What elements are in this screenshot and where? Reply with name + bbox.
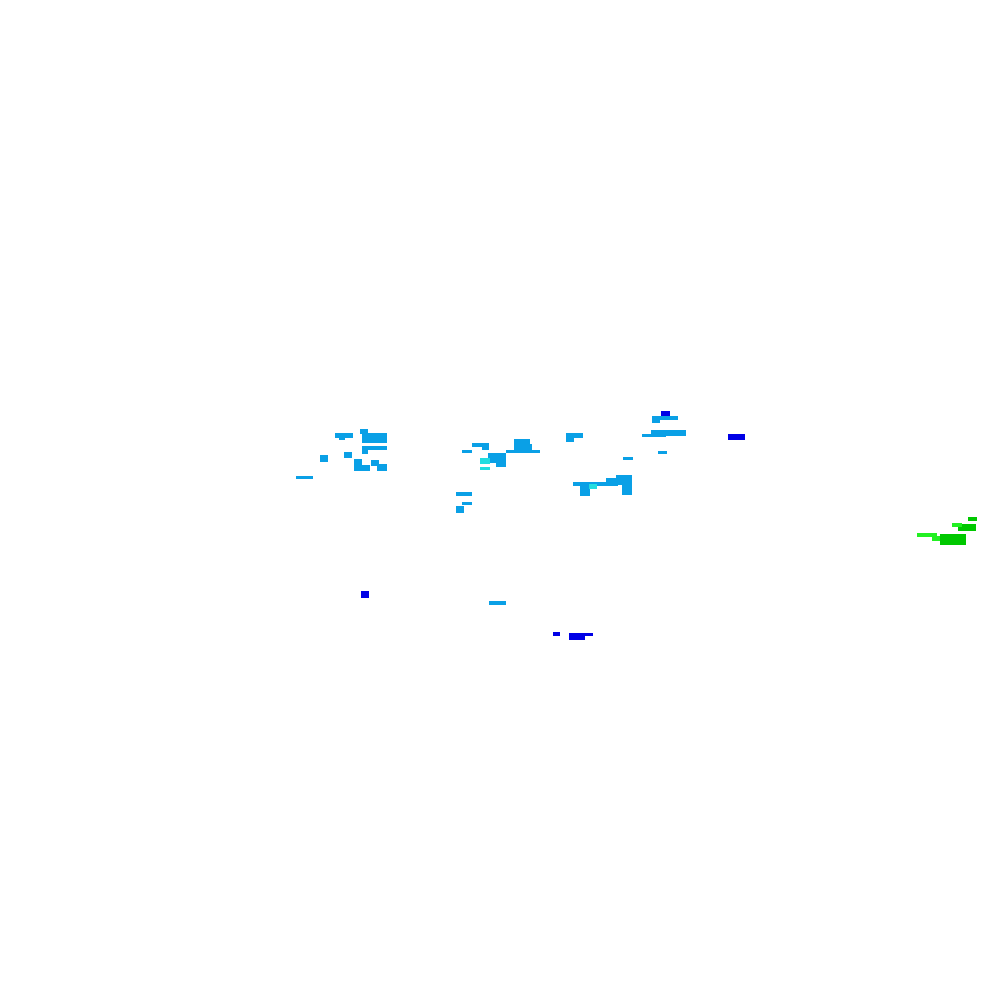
blob <box>589 484 597 489</box>
blob <box>514 444 532 450</box>
blob <box>362 433 387 443</box>
blob <box>354 465 370 471</box>
blob <box>377 464 387 471</box>
blob <box>482 446 489 450</box>
blob <box>480 458 490 464</box>
blob <box>658 451 667 454</box>
blob <box>553 632 560 636</box>
blob <box>642 434 666 437</box>
blob <box>952 523 962 527</box>
blob <box>496 462 506 467</box>
blob <box>320 455 328 462</box>
blob <box>488 453 506 463</box>
blob <box>569 633 593 636</box>
blob <box>940 534 966 545</box>
blob <box>566 433 583 438</box>
blob <box>652 416 678 420</box>
blob <box>344 452 352 458</box>
blob <box>622 485 632 495</box>
blob <box>917 533 937 537</box>
blob <box>371 460 379 466</box>
cluster-center <box>456 439 540 605</box>
cluster-right-center-cyan <box>589 484 597 489</box>
blob <box>362 450 368 454</box>
blob <box>335 433 353 438</box>
blob <box>932 536 941 541</box>
blob <box>462 450 472 453</box>
blob <box>661 411 670 416</box>
blob <box>360 429 368 434</box>
cluster-left <box>296 429 387 479</box>
blob <box>968 517 977 521</box>
blue-blobs <box>361 411 745 640</box>
blob <box>728 434 745 440</box>
cluster-center-cyan <box>480 458 490 470</box>
blob <box>480 467 490 470</box>
blob <box>456 492 472 496</box>
blob <box>566 437 574 442</box>
blob <box>514 439 530 444</box>
blob <box>958 524 976 531</box>
blob <box>569 635 585 640</box>
blob <box>339 436 345 440</box>
blob <box>456 506 464 513</box>
blob <box>489 601 506 605</box>
blob <box>462 502 472 505</box>
blob <box>580 486 590 496</box>
blob <box>652 419 660 423</box>
blob <box>651 430 686 436</box>
blob <box>472 443 489 447</box>
blob <box>616 475 632 485</box>
blob <box>506 450 540 453</box>
blob <box>623 457 633 460</box>
blob <box>296 476 313 479</box>
blob <box>361 591 369 598</box>
cluster-green <box>917 517 977 545</box>
blob <box>362 446 387 450</box>
blob <box>606 478 618 486</box>
